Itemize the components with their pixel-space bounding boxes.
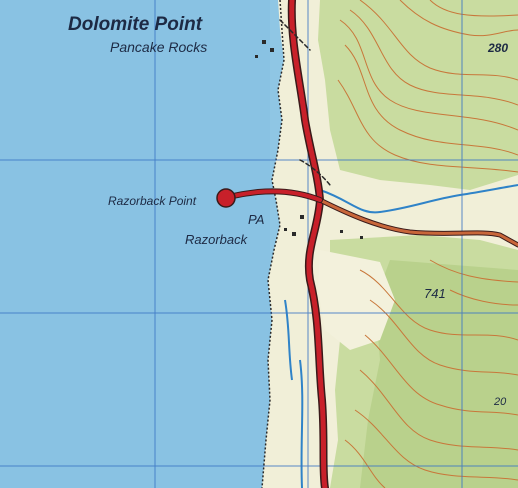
- pancake-rocks-label: Pancake Rocks: [110, 39, 207, 55]
- razorback-label: Razorback: [185, 232, 249, 247]
- roads: [223, 0, 518, 488]
- building-markers: [255, 40, 363, 239]
- elevation-label-mid: 741: [424, 286, 446, 301]
- coastline: [261, 0, 285, 488]
- clearing-area: [318, 250, 395, 350]
- razorback-point-label: Razorback Point: [108, 194, 197, 208]
- dolomite-point-label: Dolomite Point: [68, 14, 203, 35]
- contour-lines: [337, 0, 518, 488]
- elevation-label-lower: 20: [493, 396, 507, 408]
- side-road-east: [318, 198, 518, 247]
- main-highway: [289, 0, 328, 488]
- razorback-point-marker: [216, 188, 236, 208]
- forest-area-north: [318, 0, 518, 190]
- forest-area-dark: [360, 260, 518, 488]
- track-north: [279, 19, 331, 186]
- sea-shade: [0, 0, 270, 488]
- elevation-label-top-right: 280: [487, 41, 508, 55]
- pa-label: PA: [248, 212, 264, 227]
- rivers: [284, 184, 518, 488]
